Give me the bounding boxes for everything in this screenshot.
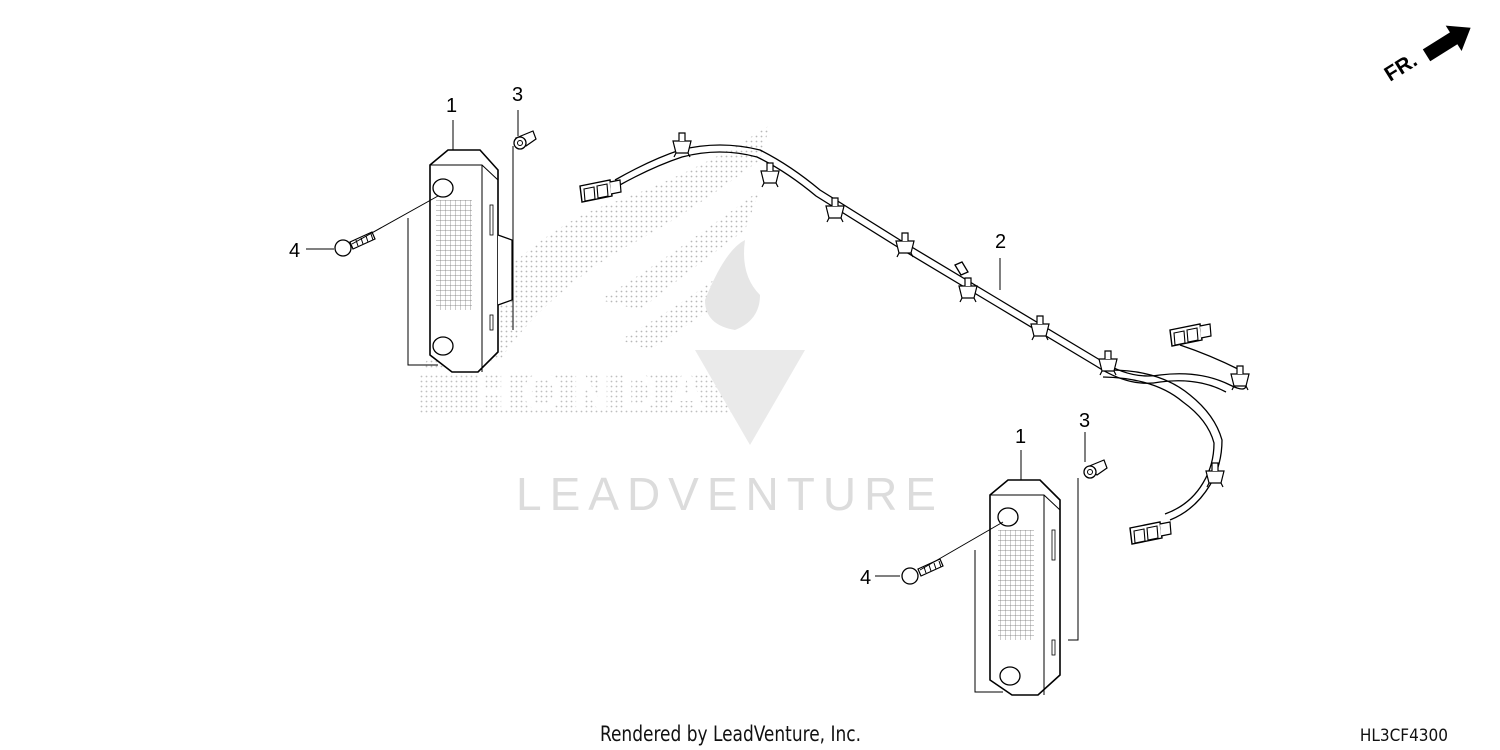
collar-right — [1083, 459, 1108, 479]
leadventure-watermark: LEADVENTURE — [516, 468, 944, 520]
front-direction-indicator: FR. — [1380, 25, 1471, 86]
brand-watermark: HONDA — [420, 125, 805, 445]
callout-3: 3 — [512, 84, 523, 106]
harness-connector — [1169, 323, 1212, 347]
callout-4: 4 — [289, 240, 300, 262]
callout-1: 1 — [446, 95, 457, 117]
callout-2: 2 — [995, 231, 1006, 253]
side-marker-lamp-right — [989, 479, 1061, 696]
fr-label: FR. — [1380, 49, 1421, 86]
screw-left — [334, 231, 376, 257]
wire-harness — [579, 132, 1250, 545]
callout-3: 3 — [1079, 410, 1090, 432]
side-marker-lamp-left — [429, 149, 513, 373]
direction-arrow-icon — [1422, 25, 1471, 62]
leader-lines — [306, 110, 1086, 693]
brand-watermark-text: HONDA — [475, 364, 716, 422]
callout-4: 4 — [860, 567, 871, 589]
harness-connector — [1129, 521, 1172, 545]
callout-1: 1 — [1015, 426, 1026, 448]
diagram-code: HL3CF4300 — [1359, 726, 1448, 746]
rendered-by-credit: Rendered by LeadVenture, Inc. — [600, 722, 861, 746]
collar-left — [513, 130, 537, 150]
screw-right — [901, 558, 944, 585]
harness-connector — [579, 179, 622, 203]
